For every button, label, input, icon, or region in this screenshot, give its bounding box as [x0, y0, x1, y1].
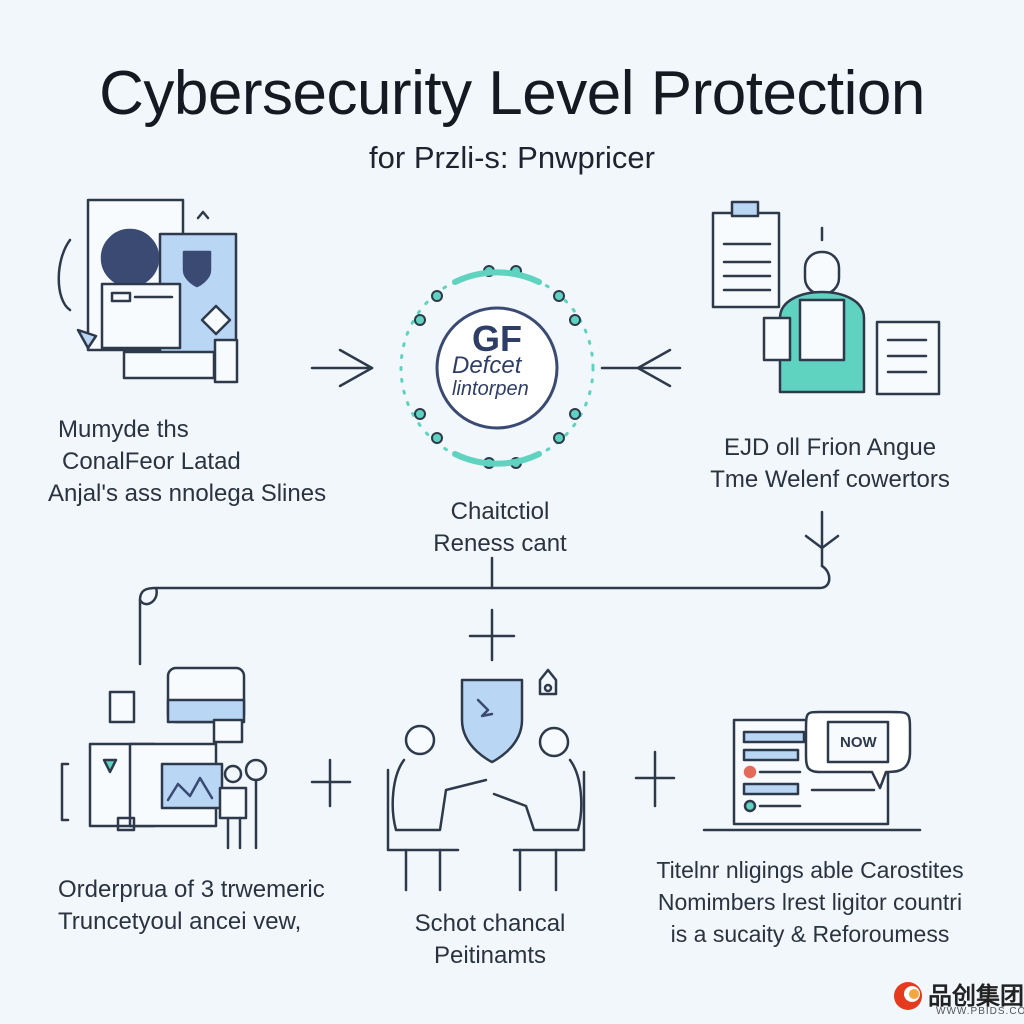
top-right-line-1: EJD oll Frion Angue: [723, 434, 937, 461]
center-ring: [399, 270, 595, 466]
report-clipboard-icon: [711, 200, 781, 309]
brand-url: WWW.PBIDS.COM: [936, 1006, 1024, 1017]
bottom-middle-caption: Schot chancal Peitinamts: [400, 908, 580, 972]
shield-dollar-icon: [182, 250, 212, 288]
laptop-dashboard-icon: [702, 718, 922, 832]
badge-line-3: lintorpen: [452, 378, 529, 400]
speech-bubble-label: NOW: [840, 734, 877, 751]
center-teal-arcs: [452, 269, 542, 467]
top-left-line-1: Mumyde ths: [58, 416, 189, 443]
plus-connector-right: [634, 750, 676, 808]
bottom-left-line-1: Orderprua of 3 trwemeric: [58, 876, 325, 903]
top-left-caption: Mumyde ths ConalFeor Latad Anjal's ass n…: [48, 414, 338, 510]
flow-connector: [138, 510, 840, 666]
top-left-line-3: Anjal's ass nnolega Slines: [48, 480, 327, 507]
plus-connector-left: [310, 758, 352, 808]
arrow-left-to-center: [310, 348, 374, 388]
bottom-middle-line-2: Peitinamts: [433, 942, 547, 969]
brand-name: 品创集团: [928, 983, 1024, 1010]
speech-bubble-icon: [804, 710, 912, 790]
diagram-title: Cybersecurity Level Protection: [99, 59, 925, 128]
bottom-right-line-1: Titelnr nligings able Carostites: [656, 857, 964, 883]
brand-logo-icon: [894, 982, 922, 1010]
top-left-line-2: ConalFeor Latad: [62, 448, 241, 475]
plus-connector-top: [468, 608, 516, 662]
bottom-right-line-3: is a sucaity & Reforoumess: [670, 921, 950, 947]
consultation-illustration-icon: [386, 668, 586, 892]
bottom-right-line-2: Nomimbers lrest ligitor countri: [657, 889, 963, 915]
document-stack-icon: [57, 198, 239, 384]
arrow-right-to-center: [600, 348, 682, 388]
document-icon: [875, 320, 941, 396]
bottom-middle-line-1: Schot chancal: [414, 910, 566, 937]
bottom-left-line-2: Truncetyoul ancei vew,: [58, 908, 302, 935]
center-caption-line-1: Chaitctiol: [450, 498, 550, 525]
top-right-line-2: Tme Welenf cowertors: [710, 466, 950, 493]
badge-monogram: GF: [472, 318, 522, 359]
center-caption-line-2: Reness cant: [433, 530, 567, 557]
person-icon: [762, 226, 866, 394]
bottom-left-caption: Orderprua of 3 trwemeric Truncetyoul anc…: [58, 874, 358, 938]
center-caption: Chaitctiol Reness cant: [430, 496, 570, 560]
bottom-right-caption: Titelnr nligings able Carostites Nomimbe…: [640, 854, 980, 950]
top-right-caption: EJD oll Frion Angue Tme Welenf cowertors: [700, 432, 960, 496]
badge-line-2: Defcet: [452, 352, 522, 379]
workspace-illustration-icon: [60, 666, 268, 850]
diagram-subtitle: for Przli-s: Pnwpricer: [369, 140, 655, 175]
